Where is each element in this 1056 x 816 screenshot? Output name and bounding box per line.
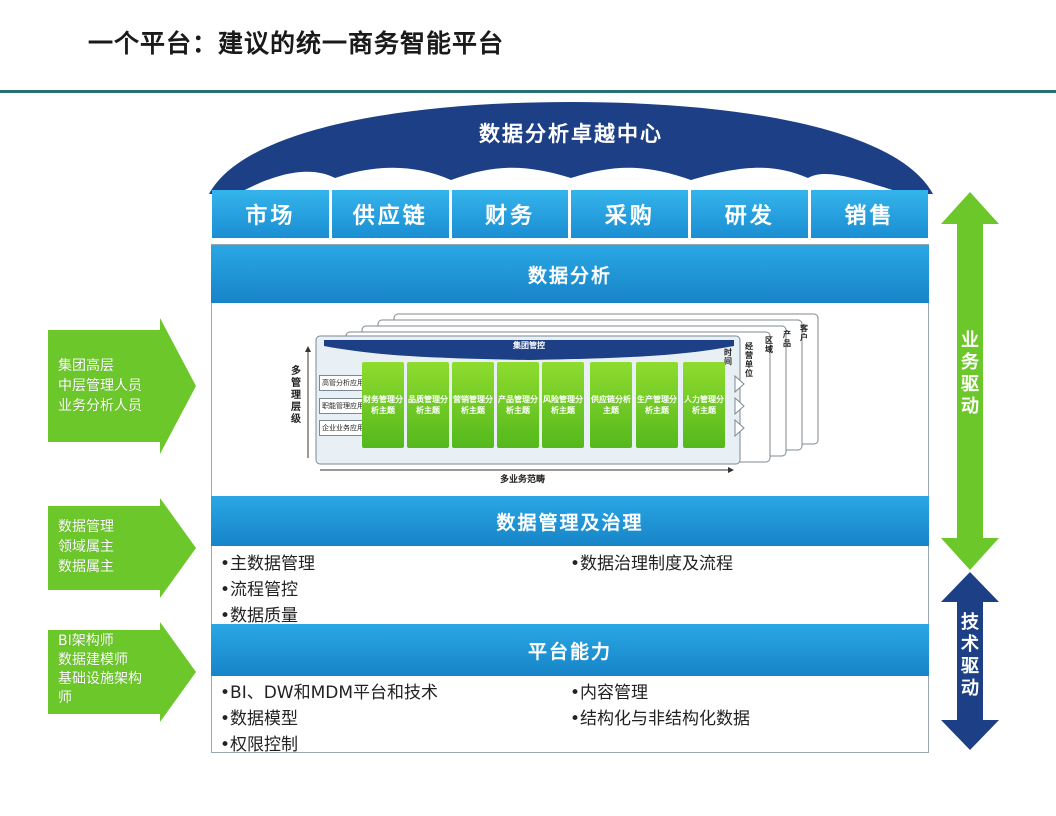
cube-theme: 品质管理分析主题	[407, 362, 449, 448]
governance-item: •主数据管理	[220, 554, 316, 574]
role-line: BI架构师	[58, 633, 114, 649]
dome-label: 数据分析卓越中心	[479, 122, 663, 146]
platform-band: 平台能力	[211, 624, 929, 676]
cube-theme: 财务管理分析主题	[362, 362, 404, 448]
cube-bottom-label: 多业务范畴	[500, 475, 546, 485]
governance-item: •数据治理制度及流程	[570, 554, 734, 574]
role-line: 数据建模师	[58, 652, 128, 668]
governance-band: 数据管理及治理	[211, 496, 929, 546]
role-line: 业务分析人员	[58, 398, 142, 414]
department-finance: 财务	[451, 190, 569, 238]
business-driver-label: 业务驱动	[961, 330, 979, 417]
role-line: 基础设施架构	[58, 671, 142, 687]
platform-item: •结构化与非结构化数据	[570, 709, 751, 729]
platform-item: •数据模型	[220, 709, 299, 729]
department-row: 市场 供应链 财务 采购 研发 销售	[212, 190, 928, 238]
analysis-band: 数据分析	[211, 245, 929, 303]
role-arrow-executives	[48, 318, 196, 454]
cube-left-label: 多管理层级	[291, 366, 301, 425]
role-line: 领域属主	[58, 539, 114, 555]
dome-arch	[209, 102, 933, 194]
role-line: 集团高层	[58, 358, 114, 374]
cube-layer-time: 时间	[724, 348, 732, 366]
department-supply-chain: 供应链	[331, 190, 449, 238]
governance-item: •流程管控	[220, 580, 299, 600]
governance-item: •数据质量	[220, 606, 299, 626]
cube-top-label: 集团管控	[513, 341, 545, 350]
technology-driver-label: 技术驱动	[961, 612, 979, 699]
technology-driver-arrow	[941, 572, 999, 750]
title-divider	[0, 90, 1056, 93]
role-line: 师	[58, 690, 72, 706]
cube-theme: 人力管理分析主题	[683, 362, 725, 448]
department-sales: 销售	[811, 190, 928, 238]
business-driver-arrow	[941, 192, 999, 570]
role-line: 数据管理	[58, 519, 114, 535]
cube-theme: 营销管理分析主题	[452, 362, 494, 448]
role-line: 中层管理人员	[58, 378, 142, 394]
cube-layer-customer: 客户	[800, 324, 808, 342]
platform-item: •BI、DW和MDM平台和技术	[220, 683, 439, 703]
cube-layer-business-unit: 经营单位	[745, 342, 753, 378]
role-line: 数据属主	[58, 559, 114, 575]
role-arrow-architects	[48, 622, 196, 722]
page-title: 一个平台：建议的统一商务智能平台	[88, 29, 505, 58]
platform-item: •权限控制	[220, 735, 299, 755]
cube-layer-product: 产品	[783, 330, 791, 348]
department-rnd: 研发	[691, 190, 809, 238]
cube-theme: 产品管理分析主题	[497, 362, 539, 448]
role-arrow-data-owners	[48, 498, 196, 598]
department-market: 市场	[212, 190, 329, 238]
cube-layer-region: 区域	[765, 336, 773, 354]
department-procurement: 采购	[571, 190, 689, 238]
cube-theme: 风险管理分析主题	[542, 362, 584, 448]
cube-theme: 生产管理分析主题	[636, 362, 678, 448]
cube-theme: 供应链分析主题	[590, 362, 632, 448]
platform-item: •内容管理	[570, 683, 649, 703]
